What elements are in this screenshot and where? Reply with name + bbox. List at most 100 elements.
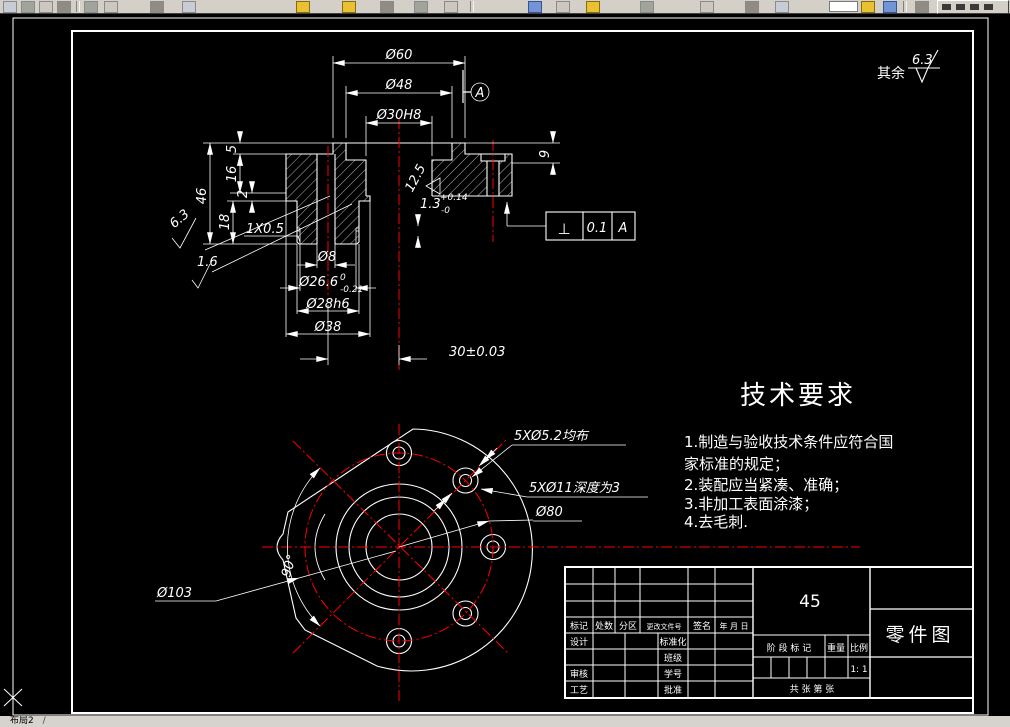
toolbar-separator xyxy=(903,1,907,12)
toolbar-input[interactable] xyxy=(829,1,858,12)
toolbar-icon[interactable] xyxy=(3,1,17,13)
dim-d8: Ø8 xyxy=(317,250,337,265)
toolbar-icon[interactable] xyxy=(775,1,789,13)
dim-d28h6: Ø28h6 xyxy=(305,297,349,312)
toolbar-icon[interactable] xyxy=(150,1,164,13)
toolbar-icon[interactable] xyxy=(700,1,714,13)
toolbar-icon[interactable] xyxy=(640,1,654,13)
toolbar-icon[interactable] xyxy=(414,1,428,13)
plan-view xyxy=(155,424,860,703)
tech-req-line: 2.装配应当紧凑、准确； xyxy=(684,476,848,494)
tb-mark: 标记 xyxy=(570,620,588,632)
fcf-symbol: ⊥ xyxy=(557,220,570,238)
tb-scale-label: 比例 xyxy=(850,642,868,654)
tb-count: 处数 xyxy=(595,620,613,632)
dim-d38: Ø38 xyxy=(314,320,342,335)
section-hatching xyxy=(286,143,512,244)
tb-material: 45 xyxy=(799,592,821,612)
plan-leaders xyxy=(155,444,648,627)
layout-tab-bar: 布局2 / xyxy=(0,716,1010,727)
tech-req-line: 1.制造与验收技术条件应符合国 xyxy=(684,433,893,451)
tb-process: 工艺 xyxy=(570,685,588,696)
dim-groove-sup: +0.14 xyxy=(440,193,468,203)
toolbar-icon[interactable] xyxy=(84,1,98,13)
toolbar-icon[interactable] xyxy=(915,1,929,13)
tech-req-line: 3.非加工表面涂漆； xyxy=(684,495,818,513)
plan-outline xyxy=(276,428,533,672)
toolbar xyxy=(0,0,1010,14)
drawing-canvas[interactable]: Ø60 Ø48 Ø30H8 A 46 5 16 2 18 1X0.5 9 Ø8 … xyxy=(0,14,1010,717)
dim-2: 2 xyxy=(236,190,251,198)
toolbar-icon[interactable] xyxy=(104,1,118,13)
combo-glyph xyxy=(984,4,993,10)
roughness-left: 6.3 xyxy=(167,207,192,232)
tb-part-title: 零件图 xyxy=(885,624,954,646)
toolbar-combo[interactable] xyxy=(937,0,1009,14)
toolbar-icon[interactable] xyxy=(745,1,759,13)
label-holes-small: 5XØ5.2均布 xyxy=(514,429,590,444)
dim-d30h8: Ø30H8 xyxy=(376,108,422,123)
tb-standardize: 标准化 xyxy=(659,636,686,648)
tech-req-line: 家标准的规定； xyxy=(684,455,789,473)
tb-weight: 重量 xyxy=(827,642,845,654)
toolbar-icon[interactable] xyxy=(57,1,71,13)
sheet-border xyxy=(12,17,989,716)
section-view xyxy=(171,49,940,370)
rest-roughness-value: 6.3 xyxy=(912,53,933,68)
fcf-frame xyxy=(504,201,636,241)
fcf-tolerance: 0.1 xyxy=(587,221,608,236)
toolbar-icon[interactable] xyxy=(182,1,196,13)
tb-zone: 分区 xyxy=(619,621,637,632)
combo-glyph xyxy=(942,4,951,10)
dim-9: 9 xyxy=(538,150,553,158)
toolbar-icon[interactable] xyxy=(556,1,570,13)
label-bolt-circle: Ø80 xyxy=(535,505,563,520)
tb-student-no: 学号 xyxy=(664,668,682,680)
toolbar-icon[interactable] xyxy=(528,1,542,13)
tb-check: 审核 xyxy=(570,668,588,680)
title-block: 标记 处数 分区 更改文件号 签名 年 月 日 设计 标准化 班级 审核 学号 … xyxy=(564,566,974,699)
tech-req-line: 4.去毛刺. xyxy=(684,513,748,531)
tb-date: 年 月 日 xyxy=(719,621,748,631)
datum-label: A xyxy=(475,86,485,101)
combo-glyph xyxy=(956,4,965,10)
toolbar-icon[interactable] xyxy=(883,1,897,13)
toolbar-icon[interactable] xyxy=(586,1,600,13)
toolbar-icon[interactable] xyxy=(342,1,356,13)
dim-d48: Ø48 xyxy=(385,78,413,93)
dim-16: 16 xyxy=(225,166,240,183)
toolbar-icon[interactable] xyxy=(296,1,310,13)
label-holes-cbore: 5XØ11深度为3 xyxy=(529,481,620,496)
dim-d266: Ø26.6 xyxy=(298,275,338,290)
section-dim-lines xyxy=(171,49,940,365)
dim-d266-sup: 0 xyxy=(340,273,346,283)
tb-sign: 签名 xyxy=(693,620,711,632)
toolbar-icon[interactable] xyxy=(444,1,458,13)
dim-groove-sub: -0 xyxy=(441,206,450,216)
tb-design: 设计 xyxy=(570,636,588,648)
toolbar-icon[interactable] xyxy=(861,1,875,13)
dim-5: 5 xyxy=(225,145,240,153)
dim-18: 18 xyxy=(218,214,233,231)
label-angle: 90° xyxy=(279,553,300,579)
tab-layout2[interactable]: 布局2 xyxy=(10,716,34,726)
rest-roughness-prefix: 其余 xyxy=(877,65,905,82)
roughness-lower: 1.6 xyxy=(197,255,218,270)
toolbar-icon[interactable] xyxy=(380,1,394,13)
dim-46: 46 xyxy=(195,188,210,205)
toolbar-separator xyxy=(76,1,80,12)
section-centerlines xyxy=(327,118,494,370)
dim-d266-sub: -0.21 xyxy=(340,285,363,295)
fcf-datum: A xyxy=(618,221,628,236)
toolbar-icon[interactable] xyxy=(39,1,53,13)
crosshair-cursor xyxy=(3,686,23,709)
toolbar-icon[interactable] xyxy=(21,1,35,13)
tb-scale-value: 1: 1 xyxy=(850,665,867,675)
roughness-bore: 12.5 xyxy=(402,162,429,195)
tab-divider: / xyxy=(42,716,46,726)
tb-file-no: 更改文件号 xyxy=(647,622,682,631)
toolbar-separator xyxy=(470,1,474,12)
tb-class: 班级 xyxy=(664,652,682,664)
label-outer-dia: Ø103 xyxy=(156,586,192,601)
